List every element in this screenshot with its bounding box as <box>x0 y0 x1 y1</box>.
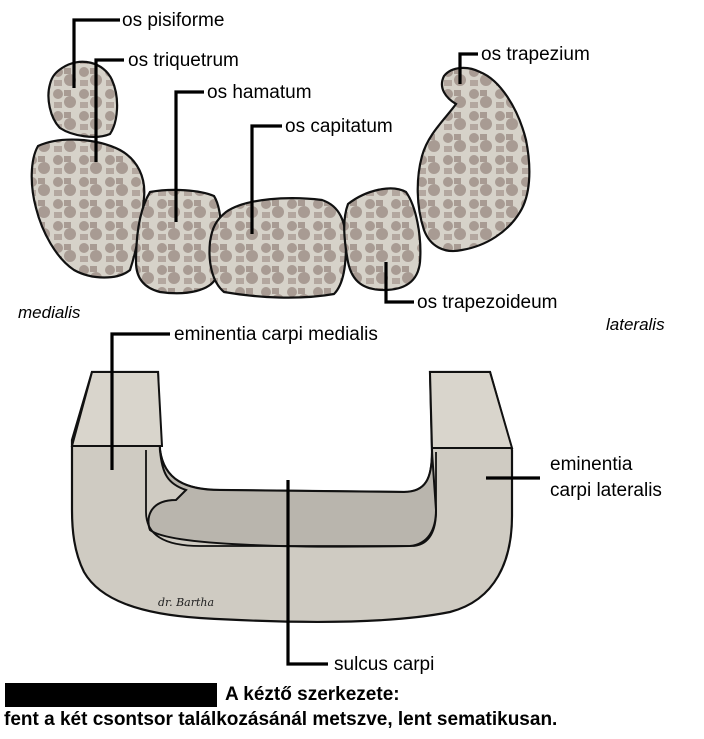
caption-title-row: A kéztő szerkezete: <box>0 683 704 707</box>
eminentia-medialis-leader <box>110 332 170 470</box>
capitatum-leader <box>250 124 282 234</box>
carpal-groove <box>147 449 438 548</box>
side-label-lateralis: lateralis <box>606 315 665 334</box>
lateral-eminence-top <box>428 371 514 449</box>
artist-signature: dr. Bartha <box>158 596 214 609</box>
triquetrum-leader <box>94 58 124 162</box>
caption-subtitle: fent a két csontsor találkozásánál metsz… <box>4 709 558 730</box>
os-trapezium-shape <box>416 66 531 253</box>
label-eminentia-lateralis-line1: eminentia <box>550 454 633 475</box>
side-label-medialis: medialis <box>18 303 81 322</box>
label-os-pisiforme: os pisiforme <box>122 10 224 31</box>
labels: os pisiforme os triquetrum os hamatum os… <box>18 10 665 675</box>
trapezium-leader <box>458 52 478 84</box>
label-os-hamatum: os hamatum <box>207 82 312 103</box>
label-os-trapezium: os trapezium <box>481 44 590 65</box>
leader-lines <box>72 18 540 666</box>
os-hamatum-shape <box>134 188 223 295</box>
caption-title: A kéztő szerkezete: <box>225 684 400 705</box>
carpus-diagram: dr. Bartha os pisiforme os triquetrum os… <box>18 10 665 675</box>
carpal-bones <box>30 60 531 299</box>
os-pisiforme-shape <box>47 60 119 138</box>
os-triquetrum-shape <box>30 138 146 279</box>
label-os-capitatum: os capitatum <box>285 116 393 137</box>
sulcus-leader <box>286 480 328 666</box>
pisiforme-leader <box>72 18 120 88</box>
groove-floor <box>145 450 437 547</box>
schematic-carpus: dr. Bartha <box>70 370 514 624</box>
label-eminentia-carpi-medialis: eminentia carpi medialis <box>174 324 378 345</box>
figure-caption: A kéztő szerkezete: fent a két csontsor … <box>0 683 704 731</box>
label-sulcus-carpi: sulcus carpi <box>334 654 434 675</box>
label-os-triquetrum: os triquetrum <box>128 50 239 71</box>
redaction-bar <box>5 683 217 707</box>
label-os-trapezoideum: os trapezoideum <box>417 292 557 313</box>
medial-eminence-top <box>70 371 164 447</box>
trapezoideum-leader <box>384 262 414 304</box>
os-trapezoideum-shape <box>343 187 422 292</box>
hamatum-leader <box>174 90 204 222</box>
label-eminentia-lateralis-line2: carpi lateralis <box>550 480 662 501</box>
os-capitatum-shape <box>208 197 348 299</box>
